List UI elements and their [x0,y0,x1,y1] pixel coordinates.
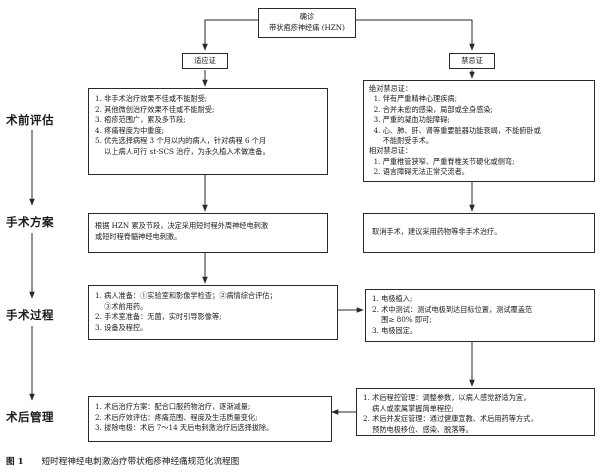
figure-caption: 图 1 短时程神经电刺激治疗带状疱疹神经痛规范化流程图 [6,455,239,467]
left-assessment-item-2: 2. 其他微创治疗效果不佳或不能耐受; [95,104,215,114]
right-plan-line-1: 取消手术，建议采用药物等非手术治疗。 [372,227,502,236]
diagnosis-box: 确诊 带状疱疹神经痛 (HZN) [258,8,356,38]
left-procedure-item-4: 3. 设备及程控。 [95,322,148,332]
stage-label-postop: 术后管理 [6,410,54,424]
left-assessment-item-5: 5. 优先选择病程 3 个月以内的病人，针对病程 6 个月 [95,136,267,146]
left-procedure-item-2: ③术前用药。 [95,301,148,311]
right-assessment-heading-absolute: 绝对禁忌证： [369,84,413,93]
right-procedure-box: 1. 电极植入; 2. 术中测试：测试电极到达目标位置，测试覆盖范 围≥ 80%… [365,289,595,342]
stage-label-assessment: 术前评估 [6,113,54,127]
diagnosis-line-2: 带状疱疹神经痛 (HZN) [269,22,345,32]
right-assessment-item-1: 1. 伴有严重精神心理疾病; [369,94,458,104]
left-procedure-box: 1. 病人准备：①实验室和影像学检查；②病情综合评估； ③术前用药。 2. 手术… [88,285,338,340]
right-assessment-item-4: 4. 心、肺、肝、肾等重要脏器功能衰竭，不能俯卧或 [369,125,541,135]
left-postop-box: 1. 术后治疗方案：配合口服药物治疗，逐渐减量; 2. 术后疗效评估：疼痛范围、… [88,396,332,442]
right-postop-item-2b: 预防电极移位、感染、脱落等。 [363,424,473,434]
diagnosis-line-1: 确诊 [299,12,315,21]
right-postop-item-2: 2. 术后并发症管理：通过健康宣教、术后用药等方式， [363,414,538,424]
contraindication-label: 禁忌证 [449,53,495,69]
right-postop-item-1: 1. 术后程控管理：调整参数，以病人感觉舒适为宜， [363,393,531,402]
arrow-diagnosis-to-indication [202,19,258,51]
left-plan-line-1: 根据 HZN 累及节段，决定采用短时程外周神经电刺激 [95,221,269,230]
right-assessment-heading-relative: 相对禁忌证： [369,146,413,156]
arrow-diagnosis-to-contraindication [356,19,475,51]
right-procedure-item-2b: 围≥ 80% 即可; [372,315,432,325]
right-assessment-item-2: 2. 合并未愈的感染，局部或全身感染; [369,104,493,114]
indication-text: 适应证 [194,56,216,65]
left-assessment-item-3: 3. 疱疹范围广，累及多节段; [95,115,186,125]
right-postop-item-1b: 病人或家属掌握简单程控; [363,403,454,413]
right-plan-box: 取消手术，建议采用药物等非手术治疗。 [363,213,595,253]
left-postop-item-2: 2. 术后疗效评估：疼痛范围、程度及生活质量变化; [95,412,258,422]
stage-label-procedure: 手术过程 [6,308,54,322]
right-procedure-item-1: 1. 电极植入; [372,294,413,303]
left-postop-item-3: 3. 拔除电极：术后 7～14 天后电刺激治疗后选择拔除。 [95,423,274,433]
contraindication-text: 禁忌证 [461,56,483,65]
right-procedure-item-3: 3. 电极固定。 [372,325,418,335]
left-assessment-box: 1. 非手术治疗效果不佳或不能耐受; 2. 其他微创治疗效果不佳或不能耐受; 3… [88,88,328,175]
stage-label-plan: 手术方案 [6,215,54,229]
figure-title: 短时程神经电刺激治疗带状疱疹神经痛规范化流程图 [41,457,240,467]
left-assessment-item-6: 以上病人可行 st-SCS 治疗，为永久植入术做准备。 [95,146,270,156]
right-assessment-item-4b: 不能耐受手术。 [369,136,434,146]
left-postop-item-1: 1. 术后治疗方案：配合口服药物治疗，逐渐减量; [95,402,251,411]
right-assessment-item-r1: 1. 严重椎管狭窄、严重脊椎关节硬化或侧弯; [369,156,515,166]
left-procedure-item-1: 1. 病人准备：①实验室和影像学检查；②病情综合评估； [95,291,277,300]
left-plan-line-2: 或短时程脊髓神经电刺激。 [95,231,182,241]
left-plan-box: 根据 HZN 累及节段，决定采用短时程外周神经电刺激 或短时程脊髓神经电刺激。 [88,213,328,253]
left-assessment-item-4: 4. 疼痛程度为中重度; [95,125,165,135]
right-assessment-item-r2: 2. 语言障碍无法正常交流者。 [369,167,469,177]
right-procedure-item-2: 2. 术中测试：测试电极到达目标位置，测试覆盖范 [372,304,533,314]
right-assessment-box: 绝对禁忌证： 1. 伴有严重精神心理疾病; 2. 合并未愈的感染，局部或全身感染… [363,80,595,182]
left-procedure-item-3: 2. 手术室准备：无菌，实时引导影像等; [95,312,222,322]
left-assessment-item-1: 1. 非手术治疗效果不佳或不能耐受; [95,94,208,103]
right-postop-box: 1. 术后程控管理：调整参数，以病人感觉舒适为宜， 病人或家属掌握简单程控; 2… [356,388,595,436]
right-assessment-item-3: 3. 严重的凝血功能障碍; [369,115,450,125]
figure-number: 图 1 [6,457,24,467]
indication-label: 适应证 [182,53,228,69]
